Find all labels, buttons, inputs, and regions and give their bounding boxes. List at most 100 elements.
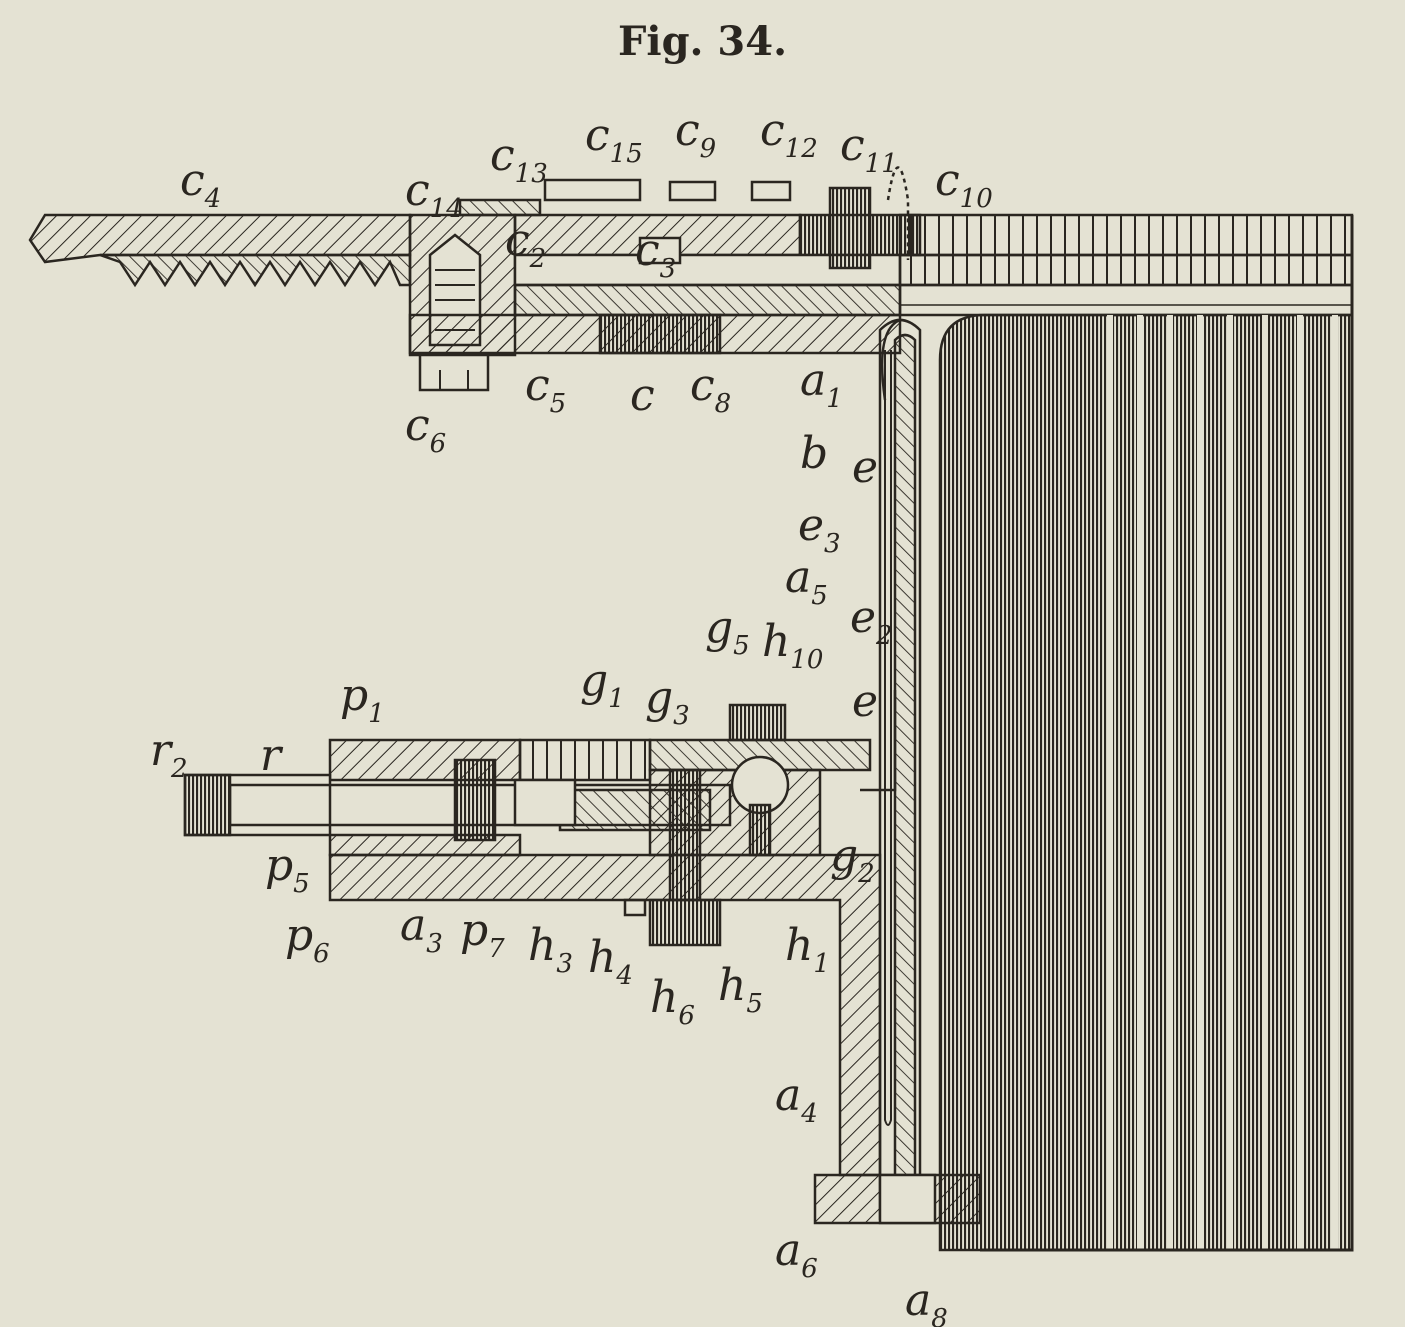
part-label-subscript: 15 [610, 139, 643, 169]
part-label-h3: h3 [528, 920, 573, 979]
part-label-subscript: 6 [430, 429, 447, 459]
part-label-letter: a [775, 1070, 801, 1121]
part-label-p7: p7 [460, 905, 505, 964]
part-label-c14: c14 [405, 165, 463, 224]
part-label-subscript: 4 [800, 1099, 818, 1129]
part-label-letter: a [800, 355, 826, 406]
part-label-letter: c [675, 105, 700, 156]
part-label-c2: c2 [505, 215, 546, 274]
part-label-letter: p [285, 910, 313, 961]
part-label-a6: a6 [775, 1225, 818, 1284]
part-label-letter: h [762, 616, 790, 667]
part-label-c15: c15 [585, 110, 643, 169]
part-label-p5: p5 [265, 840, 310, 899]
part-label-h6: h6 [650, 972, 695, 1031]
part-label-subscript: 5 [733, 631, 750, 661]
part-label-letter: p [340, 670, 368, 721]
part-label-subscript: 5 [746, 989, 763, 1019]
part-label-subscript: 3 [660, 254, 677, 284]
part-label-letter: e [798, 500, 824, 551]
part-label-h4: h4 [588, 932, 633, 991]
part-label-h10: h10 [762, 616, 823, 675]
part-label-a3: a3 [400, 900, 443, 959]
part-label-subscript: 13 [515, 159, 548, 189]
part-label-subscript: 7 [488, 934, 505, 964]
part-label-letter: g [580, 655, 608, 706]
part-label-letter: g [705, 602, 733, 653]
part-label-e_top: e [852, 442, 878, 493]
part-label-subscript: 5 [550, 389, 567, 419]
part-label-letter: c [690, 360, 715, 411]
part-label-subscript: 4 [204, 184, 222, 214]
part-label-subscript: 8 [715, 389, 732, 419]
part-label-letter: c [935, 155, 960, 206]
part-label-h1: h1 [785, 920, 830, 979]
upper-plates [408, 166, 922, 355]
part-label-letter: c [490, 130, 515, 181]
part-label-c4: c4 [180, 155, 221, 214]
part-label-subscript: 1 [368, 699, 385, 729]
part-label-subscript: 6 [678, 1001, 695, 1031]
part-label-letter: c [840, 120, 865, 171]
part-label-c11: c11 [840, 120, 898, 179]
part-label-subscript: 2 [875, 621, 893, 651]
part-label-c12: c12 [760, 105, 818, 164]
part-label-a5: a5 [785, 552, 828, 611]
part-label-letter: c [760, 105, 785, 156]
part-label-letter: e [852, 442, 878, 493]
part-label-letter: c [525, 360, 550, 411]
part-label-e2: e2 [850, 592, 893, 651]
figure-title: Fig. 34. [617, 18, 787, 65]
part-label-subscript: 8 [931, 1304, 948, 1327]
part-label-g2: g2 [830, 830, 875, 889]
part-label-e_mid: e [852, 676, 878, 727]
part-label-a4: a4 [775, 1070, 818, 1129]
part-label-subscript: 2 [170, 754, 188, 784]
part-label-subscript: 5 [293, 869, 310, 899]
part-label-letter: h [718, 960, 746, 1011]
part-label-subscript: 2 [529, 244, 547, 274]
part-label-subscript: 14 [430, 194, 463, 224]
part-label-c10: c10 [935, 155, 993, 214]
part-label-g1: g1 [580, 655, 625, 714]
part-label-subscript: 1 [826, 384, 843, 414]
part-label-subscript: 4 [615, 961, 633, 991]
part-label-letter: c [585, 110, 610, 161]
part-label-letter: h [588, 932, 616, 983]
part-label-letter: h [785, 920, 813, 971]
part-label-h5: h5 [718, 960, 763, 1019]
part-label-letter: h [528, 920, 556, 971]
part-label-subscript: 3 [673, 701, 690, 731]
part-label-letter: r [260, 730, 284, 781]
upper-block [408, 213, 517, 392]
part-label-g3: g3 [645, 672, 690, 731]
part-label-subscript: 1 [813, 949, 830, 979]
part-label-subscript: 9 [700, 134, 717, 164]
part-label-g5: g5 [705, 602, 750, 661]
part-label-c13: c13 [490, 130, 548, 189]
part-label-letter: g [830, 830, 858, 881]
middle-assembly [183, 690, 897, 947]
part-label-letter: a [905, 1275, 931, 1326]
part-label-subscript: 1 [608, 684, 625, 714]
part-label-r: r [260, 730, 284, 781]
part-label-letter: c [405, 165, 430, 216]
part-label-subscript: 6 [801, 1254, 818, 1284]
part-label-subscript: 10 [790, 645, 823, 675]
part-label-a1: a1 [800, 355, 843, 414]
part-label-letter: c [405, 400, 430, 451]
part-label-c6: c6 [405, 400, 446, 459]
part-label-subscript: 3 [824, 529, 841, 559]
part-label-b: b [800, 428, 828, 479]
part-label-p6: p6 [285, 910, 330, 969]
part-label-letter: a [775, 1225, 801, 1276]
part-label-letter: e [852, 676, 878, 727]
part-label-subscript: 2 [857, 859, 875, 889]
part-label-letter: c [505, 215, 530, 266]
part-label-letter: a [785, 552, 811, 603]
part-label-letter: c [180, 155, 205, 206]
l-bracket [328, 853, 982, 1225]
part-label-subscript: 11 [865, 149, 898, 179]
